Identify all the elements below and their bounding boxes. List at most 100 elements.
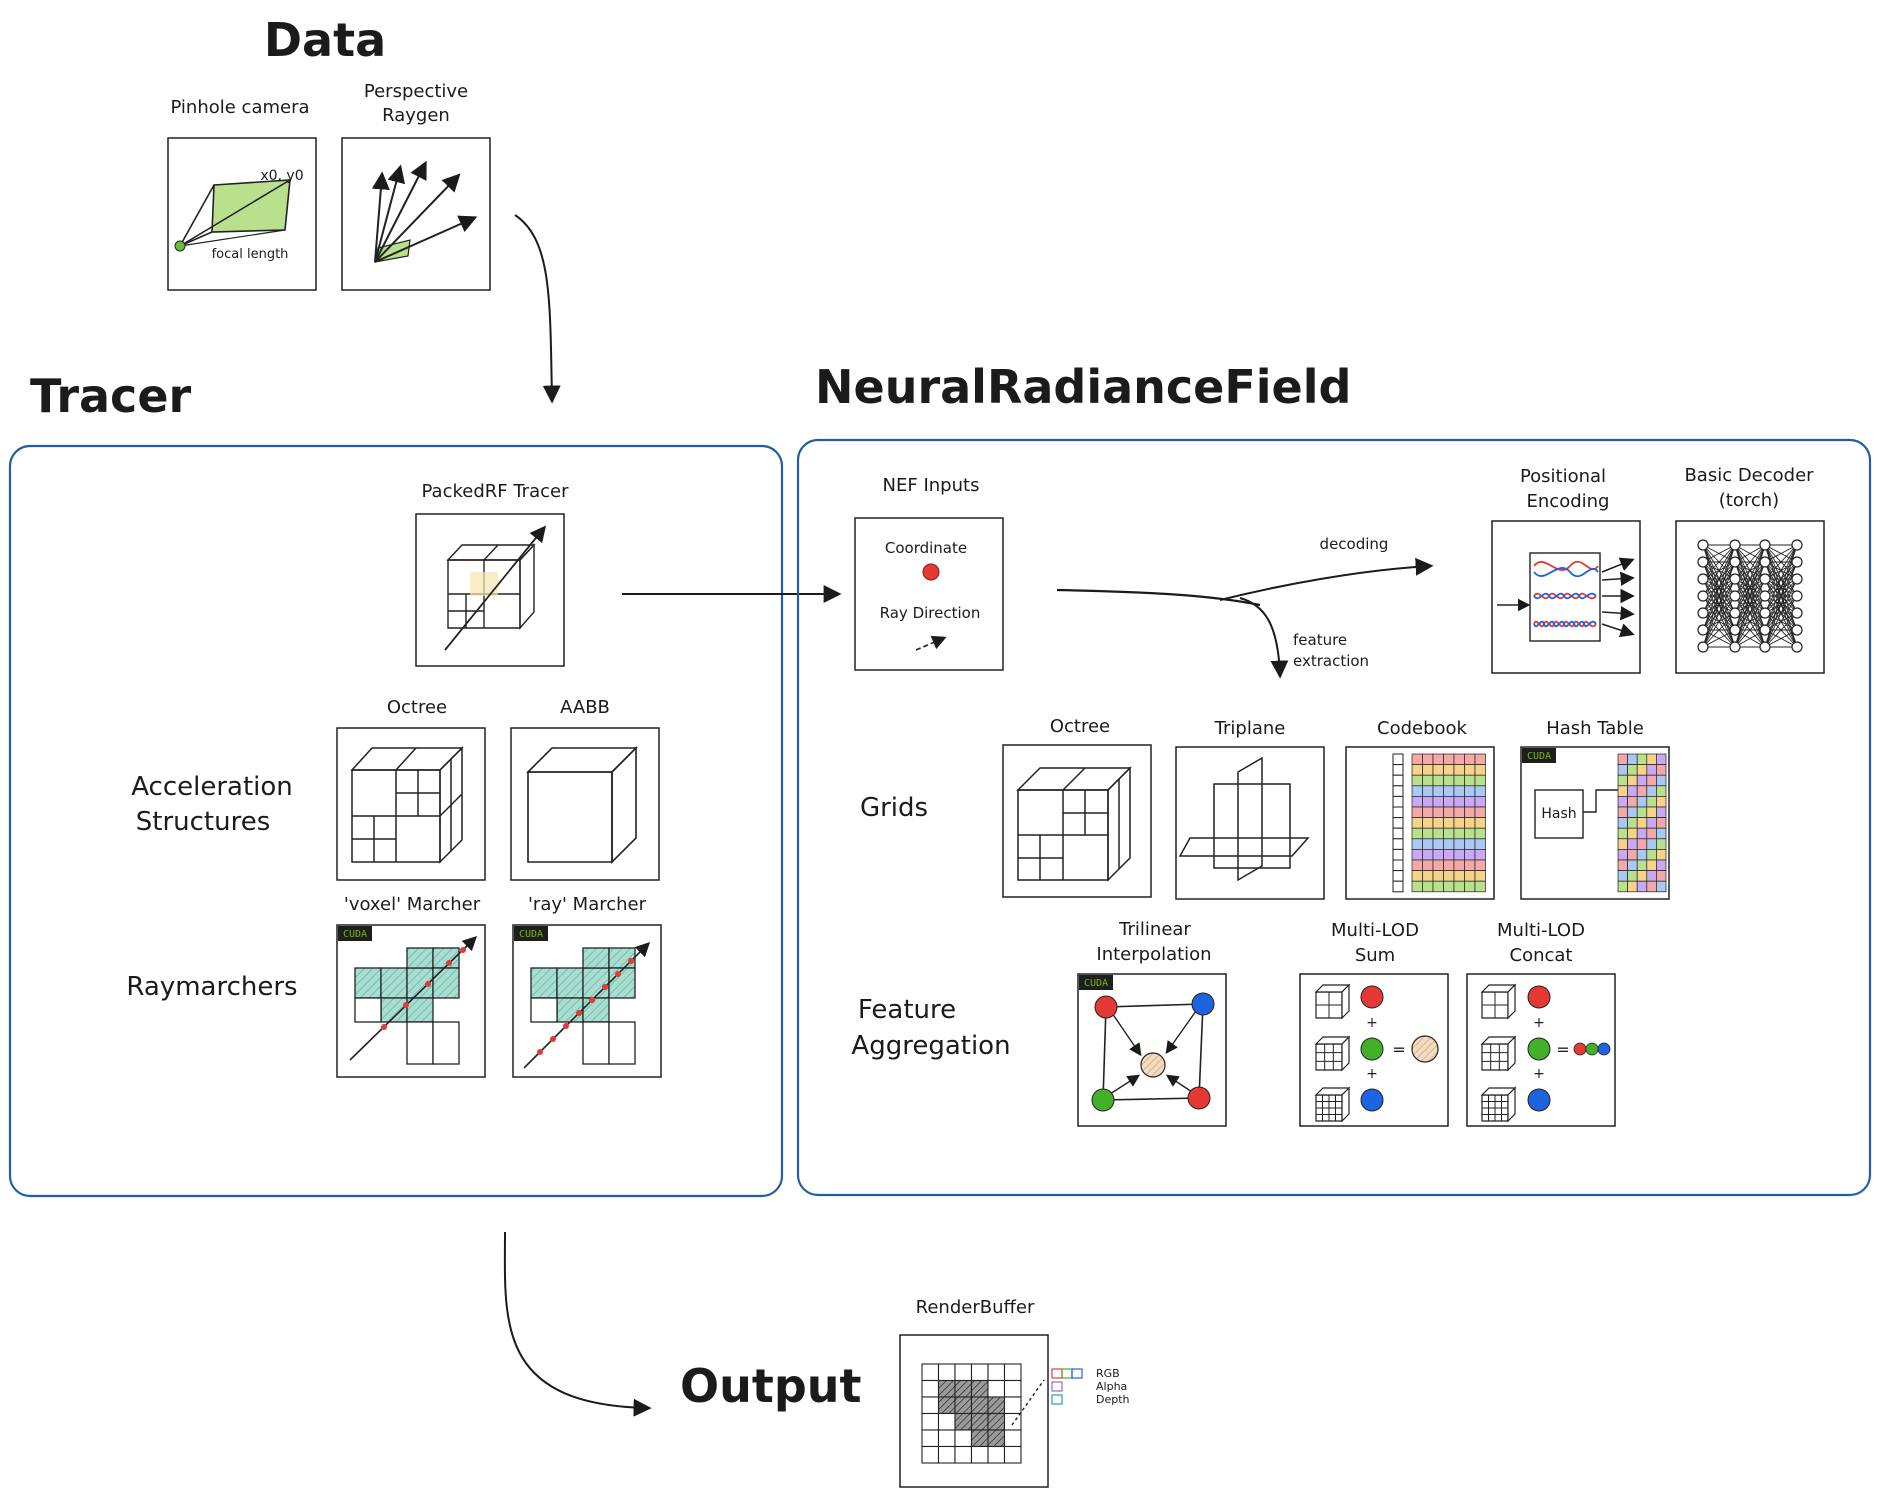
raygen-label-line2: Raygen (382, 105, 450, 126)
raygen-label-line1: Perspective (364, 81, 468, 102)
aabb-card (510, 727, 660, 881)
cuda-badge-text: CUDA (1527, 751, 1551, 762)
grids-label: Grids (860, 793, 928, 823)
ray-marcher-label: 'ray' Marcher (528, 894, 647, 915)
green-feature-icon (1360, 1037, 1384, 1061)
plus-icon: + (1533, 1066, 1545, 1082)
trilinear-card: CUDA (1077, 973, 1227, 1127)
hash-function-label: Hash (1541, 806, 1576, 822)
voxel-marcher-card: CUDA (336, 924, 486, 1078)
tracer-to-output-arrow (503, 1231, 652, 1417)
codebook-index-column-icon (1392, 753, 1404, 893)
red-corner-icon (1187, 1086, 1211, 1110)
ray-sample-points-icon (537, 958, 634, 1055)
render-buffer-grid-icon (921, 1363, 1022, 1464)
legend-depth: Depth (1096, 1393, 1130, 1406)
cuda-badge-text: CUDA (1084, 978, 1108, 989)
aabb-label: AABB (560, 697, 610, 718)
nef-inputs-label: NEF Inputs (883, 475, 980, 496)
accel-structures-label-line2: Structures (136, 807, 271, 837)
coordinate-point-icon (922, 563, 940, 581)
red-corner-icon (1094, 995, 1118, 1019)
grid-octree-card (1002, 744, 1152, 898)
green-feature-icon (1527, 1037, 1551, 1061)
ray-marcher-card: CUDA (512, 924, 662, 1078)
ray-direction-icon (915, 635, 947, 651)
red-feature-icon (1360, 985, 1384, 1009)
accel-structures-label-line1: Acceleration (131, 772, 293, 802)
output-section-title: Output (680, 1359, 862, 1413)
blue-corner-icon (1191, 992, 1215, 1016)
hash-table-card: CUDA Hash (1520, 746, 1670, 900)
pinhole-camera-card: x0, y0 focal length (167, 137, 317, 291)
coordinate-label: Coordinate (885, 539, 967, 557)
data-section-title: Data (264, 13, 386, 67)
hash-table-label: Hash Table (1546, 718, 1644, 739)
green-corner-icon (1091, 1088, 1115, 1112)
data-to-tracer-arrow (514, 214, 561, 404)
basic-decoder-label-line2: (torch) (1719, 490, 1779, 511)
trilinear-label-line2: Interpolation (1096, 944, 1211, 965)
ray-direction-label: Ray Direction (880, 604, 981, 622)
nerf-container (796, 438, 1872, 1197)
bounding-box-icon (526, 746, 638, 864)
plus-icon: + (1366, 1015, 1378, 1031)
codebook-card (1345, 746, 1495, 900)
packedrf-tracer-label: PackedRF Tracer (422, 481, 570, 502)
blue-feature-icon (1527, 1088, 1551, 1112)
input-flow-line (1056, 588, 1261, 607)
hash-function-box (1534, 789, 1584, 839)
pinhole-camera-label: Pinhole camera (170, 97, 309, 118)
decoding-arrow (1219, 557, 1434, 601)
voxel-marcher-label: 'voxel' Marcher (344, 894, 481, 915)
feature-aggregation-label-line2: Aggregation (851, 1031, 1010, 1061)
hash-table-icon (1617, 753, 1667, 893)
cuda-badge (1522, 748, 1556, 763)
legend-alpha: Alpha (1096, 1380, 1127, 1393)
trace-ray-icon (444, 525, 547, 651)
interpolated-point-icon (1140, 1052, 1166, 1078)
positional-encoding-label-line2: Encoding (1527, 491, 1610, 512)
cuda-badge-text: CUDA (519, 929, 543, 940)
buffer-channel-swatches-icon (1051, 1368, 1083, 1405)
positional-encoding-card (1491, 520, 1641, 674)
red-feature-icon (1527, 985, 1551, 1009)
focal-length-label: focal length (212, 247, 289, 262)
triplane-card (1175, 746, 1325, 900)
cuda-badge (338, 926, 372, 941)
cuda-badge (514, 926, 548, 941)
nerf-section-title: NeuralRadianceField (815, 360, 1351, 414)
raymarchers-label: Raymarchers (126, 972, 297, 1002)
tracer-octree-label: Octree (387, 697, 447, 718)
feature-extraction-label-line2: extraction (1293, 652, 1369, 670)
grid-octree-label: Octree (1050, 716, 1110, 737)
lod-concat-card: + + = (1466, 973, 1616, 1127)
lod-cubes-icon (1314, 983, 1351, 1123)
renderbuffer-label: RenderBuffer (916, 1297, 1035, 1318)
camera-center-icon (174, 240, 186, 252)
packedrf-tracer-card (415, 513, 565, 667)
lod-sum-card: + + = (1299, 973, 1449, 1127)
octree-icon (350, 746, 464, 864)
feature-extraction-label-line1: feature (1293, 631, 1347, 649)
summed-feature-icon (1411, 1035, 1439, 1063)
lod-sum-label-line2: Sum (1355, 945, 1395, 966)
voxel-sample-points-icon (381, 947, 466, 1030)
equals-icon: = (1556, 1040, 1569, 1059)
cuda-badge (1079, 975, 1113, 990)
pinhole-corner-label: x0, y0 (260, 168, 303, 184)
plus-icon: + (1366, 1066, 1378, 1082)
cube-grid-icon (446, 543, 536, 630)
trilinear-label-line1: Trilinear (1118, 919, 1191, 940)
basic-decoder-label-line1: Basic Decoder (1684, 465, 1814, 486)
tracer-container (8, 444, 784, 1198)
renderbuffer-card: RGB Alpha Depth (899, 1334, 1130, 1488)
voxel-grid-icon (354, 947, 460, 1065)
plus-icon: + (1533, 1015, 1545, 1031)
sinusoid-waves-icon (1533, 560, 1599, 628)
feature-extraction-arrow (1239, 597, 1289, 679)
cuda-badge-text: CUDA (343, 929, 367, 940)
lod-cubes-icon (1480, 983, 1517, 1123)
encoding-output-arrows-icon (1601, 557, 1635, 638)
